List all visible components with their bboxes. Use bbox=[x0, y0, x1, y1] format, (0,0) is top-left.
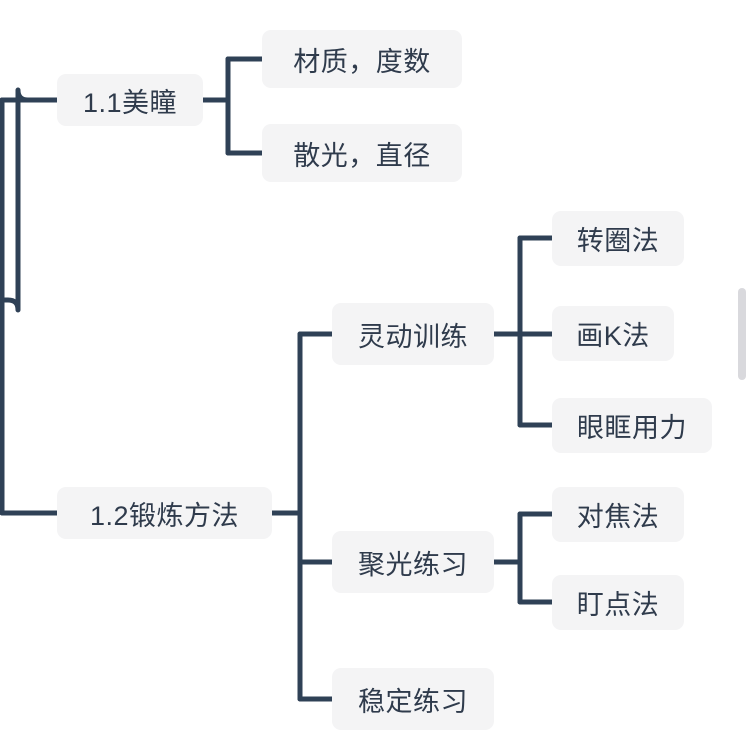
vertical-scrollbar[interactable] bbox=[738, 288, 746, 380]
mindmap-node-1-1[interactable]: 1.1美瞳 bbox=[57, 74, 203, 126]
mindmap-node-focus-practice[interactable]: 聚光练习 bbox=[332, 531, 494, 593]
mindmap-node-astigmatism-diameter[interactable]: 散光，直径 bbox=[262, 124, 462, 182]
mindmap-node-eye-socket-force[interactable]: 眼眶用力 bbox=[552, 398, 712, 453]
mindmap-node-draw-k-method[interactable]: 画K法 bbox=[552, 306, 674, 361]
mindmap-node-material-degree[interactable]: 材质，度数 bbox=[262, 30, 462, 88]
mindmap-node-1-2[interactable]: 1.2锻炼方法 bbox=[57, 487, 272, 539]
mindmap-node-agility-training[interactable]: 灵动训练 bbox=[332, 303, 494, 365]
edge-root-to-11 bbox=[0, 87, 60, 313]
mindmap-node-stability-practice[interactable]: 稳定练习 bbox=[332, 668, 494, 730]
mindmap-node-circling-method[interactable]: 转圈法 bbox=[552, 211, 684, 266]
mindmap-node-focusing-method[interactable]: 对焦法 bbox=[552, 487, 684, 542]
mindmap-node-staring-method[interactable]: 盯点法 bbox=[552, 575, 684, 630]
